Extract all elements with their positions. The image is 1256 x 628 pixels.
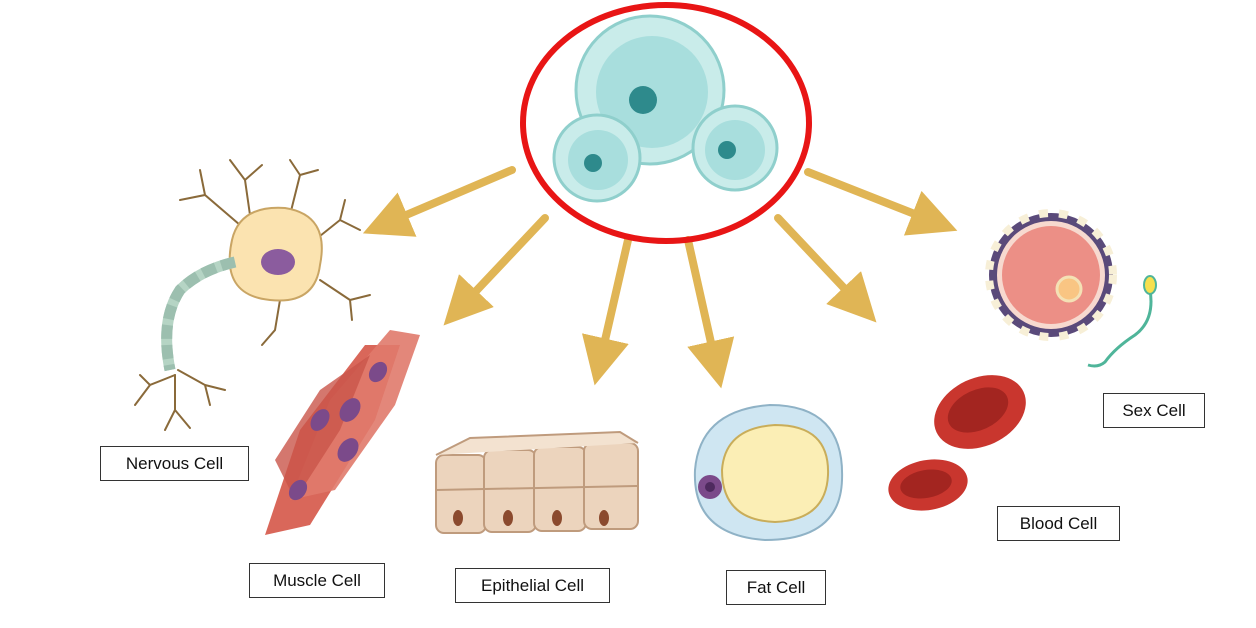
blood-cell-illustration	[888, 375, 1026, 511]
highlight-ring	[520, 2, 812, 244]
sex-cell-illustration	[985, 209, 1157, 368]
blood-cell-label-text: Blood Cell	[1019, 513, 1098, 533]
muscle-cell-label-text: Muscle Cell	[273, 570, 361, 590]
epithelial-cell-label-text: Epithelial Cell	[481, 575, 584, 595]
arrow-to-fat-cell	[684, 236, 735, 389]
arrow-to-muscle-cell	[443, 214, 549, 326]
nervous-cell-label-text: Nervous Cell	[125, 453, 224, 473]
sex-cell-label: Sex Cell	[1103, 393, 1205, 428]
arrow-to-blood-cell	[774, 214, 877, 323]
muscle-cell-illustration	[265, 330, 420, 535]
muscle-cell-label: Muscle Cell	[249, 563, 385, 598]
arrow-to-nervous-cell	[362, 166, 516, 237]
arrow-to-epithelial-cell	[581, 236, 632, 386]
epithelial-cell-illustration	[435, 430, 639, 534]
fat-cell-label: Fat Cell	[726, 570, 826, 605]
stem-cells	[552, 14, 779, 203]
sex-cell-label-text: Sex Cell	[1122, 400, 1186, 420]
fat-cell-label-text: Fat Cell	[746, 577, 806, 597]
fat-cell-illustration	[693, 403, 844, 542]
nervous-cell-illustration	[134, 159, 371, 431]
nervous-cell-label: Nervous Cell	[100, 446, 249, 481]
epithelial-cell-label: Epithelial Cell	[455, 568, 610, 603]
arrow-to-sex-cell	[804, 168, 958, 236]
blood-cell-label: Blood Cell	[997, 506, 1120, 541]
differentiation-arrows	[362, 166, 958, 389]
